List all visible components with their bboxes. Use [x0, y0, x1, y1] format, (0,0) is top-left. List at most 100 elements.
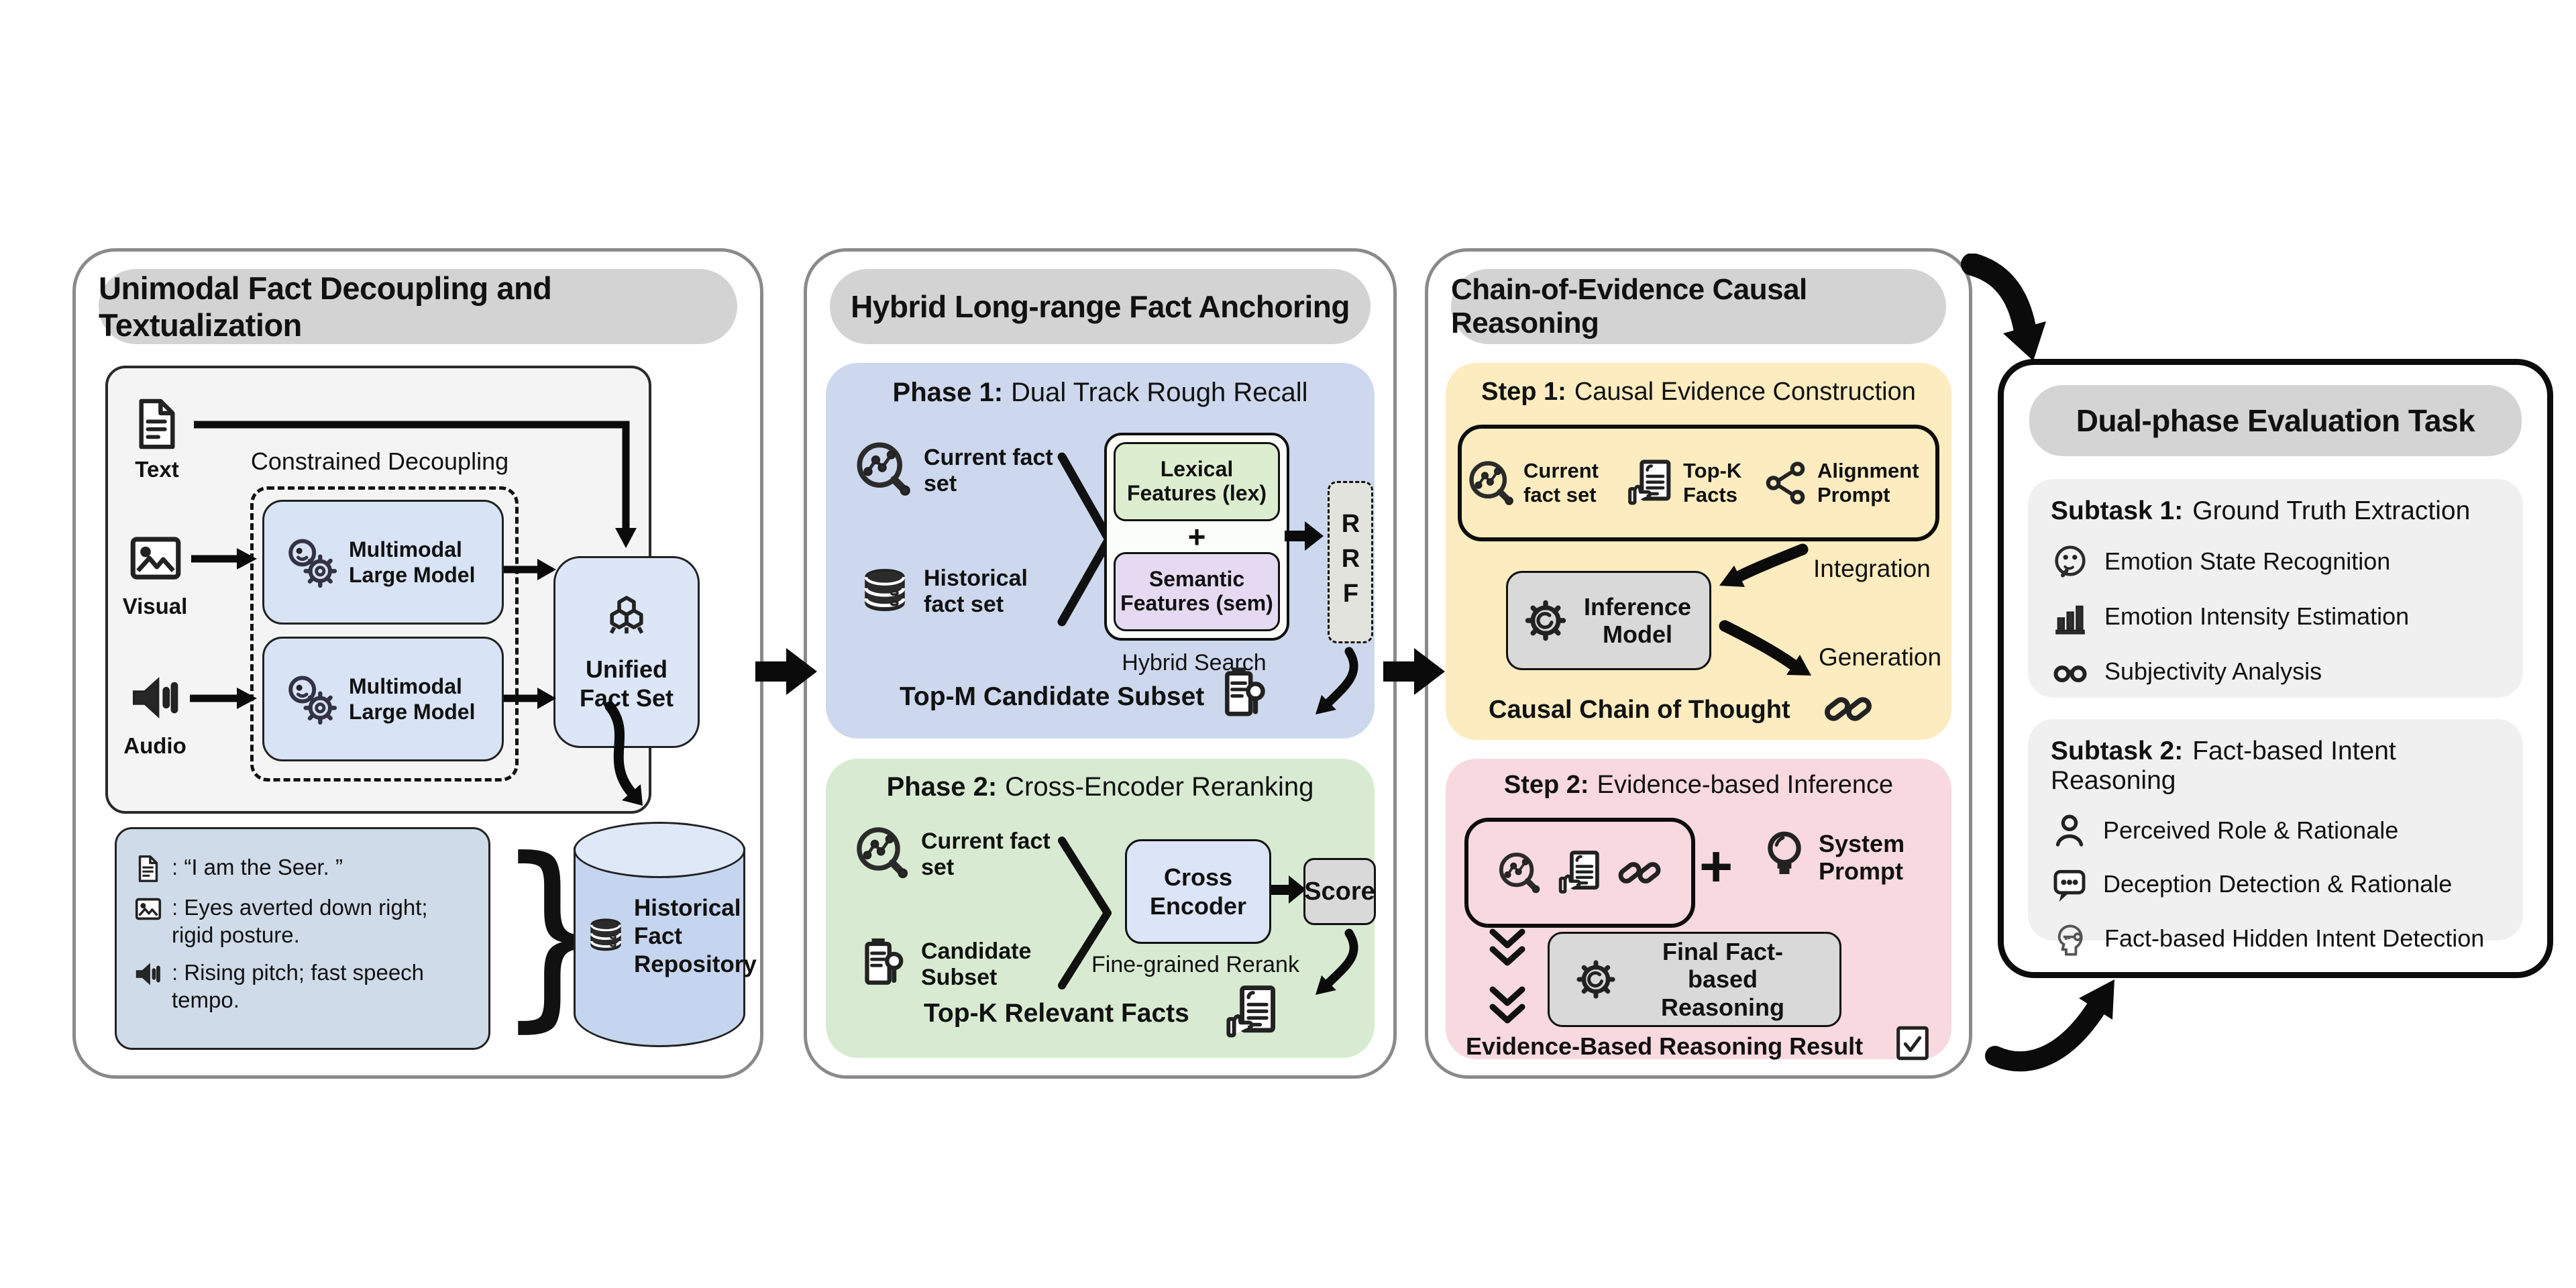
phase1-input2-label: Historical fact set: [924, 566, 1028, 618]
multimodal-model-box-1: Multimodal Large Model: [262, 500, 504, 625]
multimodal-model-box-2: Multimodal Large Model: [262, 637, 504, 761]
step2-result-label: Evidence-Based Reasoning Result: [1466, 1032, 1864, 1060]
to-score-arrow: [1271, 875, 1306, 904]
lexical-features-box: Lexical Features (lex): [1114, 442, 1280, 521]
panel-anchoring: Hybrid Long-range Fact Anchoring Phase 1…: [804, 248, 1397, 1079]
subtask2-item-3: Fact-based Hidden Intent Detection: [2051, 919, 2500, 958]
step1-inputs-box: Current fact set Top-K Facts Alignment P…: [1458, 425, 1939, 541]
subtask1-heading-rest: Ground Truth Extraction: [2192, 496, 2471, 525]
repository-content: Historical Fact Repository: [584, 894, 757, 979]
panel-decoupling-title: Unimodal Fact Decoupling and Textualizat…: [99, 269, 737, 344]
fine-grained-rerank-label: Fine-grained Rerank: [1091, 952, 1299, 977]
inference-model-label: Inference Model: [1583, 592, 1692, 648]
arrow-reasoning-to-evaluation-top: [1961, 254, 2046, 361]
constrained-decoupling-label: Constrained Decoupling: [250, 447, 509, 475]
phase2-heading: Phase 2:Cross-Encoder Reranking: [826, 772, 1375, 802]
subtask1-item-1: Emotion State Recognition: [2051, 542, 2500, 581]
fact-scatter-icon: [1466, 458, 1517, 508]
step2-box: Step 2:Evidence-based Inference + System…: [1446, 759, 1951, 1060]
subtask1-item-3: Subjectivity Analysis: [2051, 652, 2500, 691]
modality-visual-label: Visual: [122, 594, 188, 619]
speaker-icon: [133, 959, 164, 989]
generation-label: Generation: [1819, 643, 1942, 671]
subtask1-heading-bold: Subtask 1:: [2051, 496, 2184, 525]
chevron-down-icon: [1489, 986, 1525, 1024]
step1-input3-label: Alignment Prompt: [1817, 459, 1919, 506]
modality-stack-box: Text Constrained Decoupling Multimodal L…: [105, 366, 700, 814]
panel-evaluation: Dual-phase Evaluation Task Subtask 1: Gro…: [1998, 359, 2553, 978]
phase2-heading-bold: Phase 2:: [886, 772, 998, 802]
hybrid-features-box: Lexical Features (lex) + Semantic Featur…: [1104, 433, 1289, 641]
step1-heading-rest: Causal Evidence Construction: [1574, 378, 1916, 406]
bar-chart-icon: [2051, 597, 2090, 636]
repository-label: Historical Fact Repository: [634, 895, 757, 977]
rrf-box: RRF: [1328, 481, 1373, 643]
thinking-face-icon: [2051, 542, 2090, 581]
panel-reasoning: Chain-of-Evidence Causal Reasoning Step …: [1425, 248, 1972, 1079]
panel-evaluation-title: Dual-phase Evaluation Task: [2029, 385, 2522, 456]
subtask2-item-1-label: Perceived Role & Rationale: [2103, 816, 2399, 844]
example-visual: : Eyes averted down right; rigid posture…: [172, 895, 428, 948]
phase1-heading-bold: Phase 1:: [892, 378, 1004, 407]
step1-input1: Current fact set: [1466, 458, 1613, 508]
panel-anchoring-title: Hybrid Long-range Fact Anchoring: [830, 269, 1371, 344]
integration-label: Integration: [1813, 555, 1931, 582]
to-rrf-arrow: [1285, 521, 1324, 551]
thumbs-doc-icon: [1220, 981, 1282, 1043]
step2-heading: Step 2:Evidence-based Inference: [1446, 771, 1951, 800]
phase1-output-label: Top-M Candidate Subset: [900, 682, 1205, 711]
document-icon: [133, 853, 164, 884]
cylinder-top: [574, 822, 745, 878]
system-prompt-label: System Prompt: [1819, 830, 1905, 885]
rrf-to-topm-arrow: [1316, 647, 1358, 714]
glasses-icon: [2051, 652, 2090, 691]
step1-heading: Step 1:Causal Evidence Construction: [1446, 378, 1951, 407]
step2-evidence-box: [1464, 818, 1695, 928]
step1-box: Step 1:Causal Evidence Construction Curr…: [1446, 363, 1951, 740]
arrow-anchoring-to-reasoning: [1383, 648, 1445, 695]
unified-fact-set-box: Unified Fact Set: [553, 556, 700, 748]
panel-decoupling: Unimodal Fact Decoupling and Textualizat…: [72, 248, 763, 1079]
arrow-reasoning-to-evaluation-bottom: [1985, 979, 2114, 1072]
head-key-icon: [2051, 919, 2090, 958]
image-icon: [133, 894, 164, 924]
doc-magnifier-icon: [855, 934, 912, 991]
checkbox-icon: [1891, 1022, 1934, 1065]
rrf-label: RRF: [1336, 510, 1365, 614]
step2-heading-rest: Evidence-based Inference: [1597, 771, 1894, 799]
subtask2-heading-rest: Fact-based Intent Reasoning: [2051, 737, 2396, 795]
decoupling-connectors: [190, 421, 637, 709]
step1-input1-label: Current fact set: [1523, 459, 1599, 506]
constrained-decoupling-box: [250, 486, 519, 782]
bulb-icon: [1756, 826, 1813, 883]
example-text: : “I am the Seer. ”: [172, 855, 343, 879]
subtask1-item-2-label: Emotion Intensity Estimation: [2104, 602, 2410, 630]
subtask2-heading: Subtask 2:Fact-based Intent Reasoning: [2051, 737, 2500, 796]
unified-to-repository-arrow: [604, 701, 643, 806]
features-plus: +: [1187, 519, 1206, 554]
phase2-output-label: Top-K Relevant Facts: [924, 999, 1189, 1028]
thumbs-doc-icon: [1623, 456, 1676, 510]
panel-reasoning-title: Chain-of-Evidence Causal Reasoning: [1451, 269, 1946, 344]
semantic-features-box: Semantic Features (sem): [1114, 552, 1280, 631]
final-reasoning-box: Final Fact-based Reasoning: [1548, 932, 1841, 1027]
thumbs-doc-icon: [1554, 847, 1605, 898]
step1-output-label: Causal Chain of Thought: [1489, 696, 1790, 724]
fact-scatter-icon: [1496, 849, 1543, 896]
chat-dots-icon: [2051, 865, 2088, 903]
person-icon: [2051, 812, 2088, 849]
multimodal-model-label-2: Multimodal Large Model: [349, 674, 476, 724]
subtask1-box: Subtask 1: Ground Truth Extraction Emotio…: [2028, 479, 2523, 698]
subtask2-item-1: Perceived Role & Rationale: [2051, 812, 2500, 849]
example-audio: : Rising pitch; fast speech tempo.: [172, 959, 425, 1012]
chevron-down-icon: [1489, 928, 1525, 966]
phase1-heading: Phase 1:Dual Track Rough Recall: [826, 378, 1375, 408]
subtask1-item-1-label: Emotion State Recognition: [2104, 547, 2391, 575]
phase2-input1-label: Current fact set: [921, 828, 1051, 881]
phase2-box: Phase 2:Cross-Encoder Reranking Current …: [826, 759, 1376, 1058]
final-reasoning-label: Final Fact-based Reasoning: [1660, 937, 1785, 1021]
cross-encoder-box: Cross Encoder: [1125, 839, 1271, 944]
phase2-heading-rest: Cross-Encoder Reranking: [1005, 772, 1314, 802]
historical-fact-repository: Historical Fact Repository: [574, 822, 757, 1047]
